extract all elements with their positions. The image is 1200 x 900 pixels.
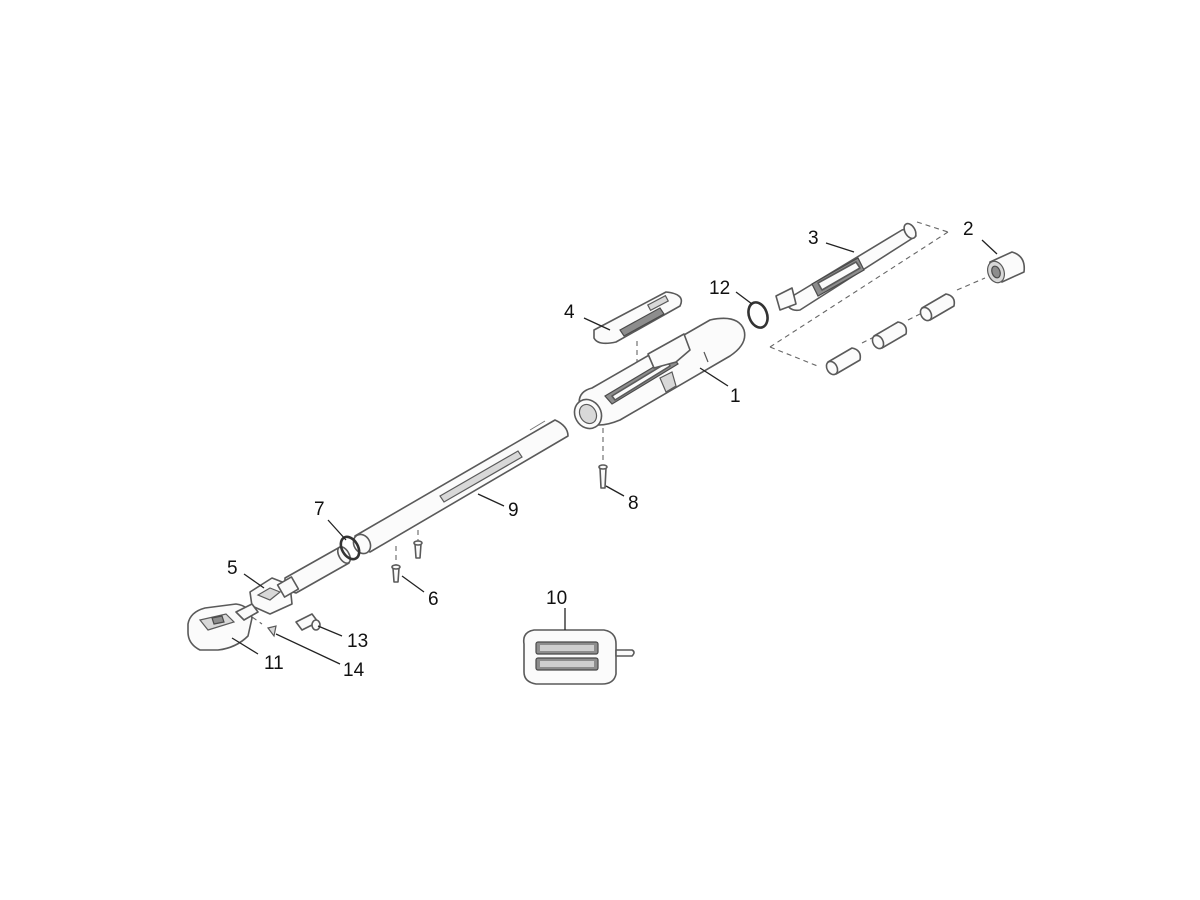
callout-6: 6 xyxy=(428,589,439,610)
callout-3: 3 xyxy=(808,228,819,249)
callout-4: 4 xyxy=(564,302,575,323)
callout-5: 5 xyxy=(227,558,238,579)
yoke-fork xyxy=(249,576,300,615)
assembly-guide-lines xyxy=(244,221,986,625)
battery-2 xyxy=(871,321,908,350)
callout-13: 13 xyxy=(347,631,368,652)
batteries xyxy=(825,293,956,376)
callout-labels: 1 2 3 4 5 6 7 8 9 10 11 12 13 14 xyxy=(227,219,974,681)
leader-lines xyxy=(231,239,998,665)
callout-1: 1 xyxy=(730,386,741,407)
display-cover xyxy=(593,291,683,345)
callout-9: 9 xyxy=(508,500,519,521)
callout-14: 14 xyxy=(343,660,365,681)
callout-10: 10 xyxy=(546,588,567,609)
handle-housing xyxy=(573,317,746,430)
callout-11: 11 xyxy=(264,653,284,674)
ratchet-head xyxy=(187,603,259,651)
callout-2: 2 xyxy=(963,219,974,240)
o-ring-front xyxy=(747,301,769,329)
screws-pair xyxy=(391,540,423,583)
pivot-pin xyxy=(295,613,321,631)
callout-12: 12 xyxy=(709,278,730,299)
battery-3 xyxy=(919,293,956,322)
end-cap xyxy=(986,251,1026,284)
main-tube xyxy=(352,419,569,555)
callout-7: 7 xyxy=(314,499,325,520)
callout-8: 8 xyxy=(628,493,639,514)
label-plate xyxy=(522,629,635,685)
battery-1 xyxy=(825,347,862,376)
handle-screw xyxy=(598,464,608,489)
small-washer xyxy=(266,625,277,638)
battery-holder xyxy=(775,222,917,312)
